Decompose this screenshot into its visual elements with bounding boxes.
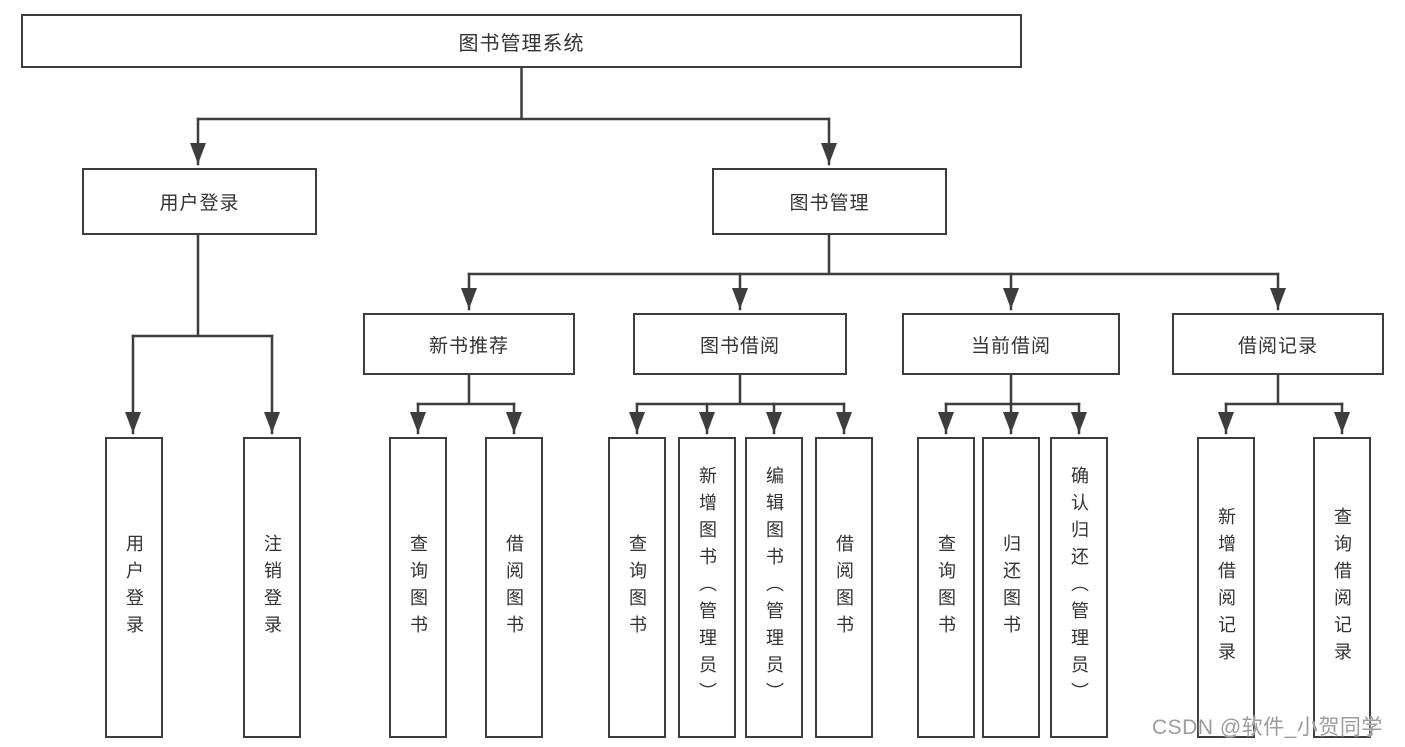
wire-currentborrow-bar [944,371,1081,406]
node-library-system: 图书管理系统 [21,14,1022,68]
node-label: 新书推荐 [428,335,509,357]
wire-borrowrecords-bar [1224,371,1344,406]
node-label: 用户登录 [124,533,144,642]
node-label: 当前借阅 [970,335,1051,357]
node-label: 图书管理系统 [458,32,585,55]
node-borrow-records: 借阅记录 [1172,313,1384,375]
node-label: 新增借阅记录 [1216,506,1236,669]
node-label: 新增图书（管理员） [697,466,717,709]
node-book-management: 图书管理 [712,168,947,235]
node-add-borrow-record: 新增借阅记录 [1197,437,1255,738]
node-add-book-admin: 新增图书（管理员） [678,437,736,738]
node-logout: 注销登录 [243,437,301,738]
node-label: 图书借阅 [699,335,780,357]
node-label: 查询借阅记录 [1332,506,1352,669]
wire-root-bar [196,64,831,121]
node-label: 借阅图书 [834,533,854,642]
node-label: 查询图书 [936,533,956,642]
wire-newbook-bar [416,371,516,406]
node-label: 用户登录 [159,193,240,214]
node-label: 编辑图书（管理员） [764,466,784,709]
node-query-borrow-record: 查询借阅记录 [1313,437,1371,738]
node-label: 查询图书 [408,533,428,642]
node-current-borrow: 当前借阅 [902,313,1120,375]
node-query-books-borrow: 查询图书 [608,437,666,738]
node-return-books: 归还图书 [982,437,1040,738]
wire-bookmgmt-bar [467,231,1280,276]
node-query-books-recommend: 查询图书 [389,437,447,738]
node-user-login-group: 用户登录 [82,168,317,235]
node-user-login: 用户登录 [105,437,163,738]
node-book-borrow: 图书借阅 [633,313,847,375]
wire-bookborrow-bar [635,371,846,406]
wire-userlogin-bar [131,231,274,338]
node-label: 归还图书 [1001,533,1021,642]
node-label: 查询图书 [627,533,647,642]
node-label: 图书管理 [789,193,870,214]
node-confirm-return-admin: 确认归还（管理员） [1050,437,1108,738]
node-edit-book-admin: 编辑图书（管理员） [745,437,803,738]
node-label: 注销登录 [262,533,282,642]
node-label: 借阅图书 [504,533,524,642]
node-label: 借阅记录 [1237,335,1318,357]
csdn-watermark: CSDN @软件_小贺同学 [1152,716,1383,739]
node-borrow-books: 借阅图书 [815,437,873,738]
node-new-book-recommend: 新书推荐 [363,313,575,375]
node-borrow-books-recommend: 借阅图书 [485,437,543,738]
node-label: 确认归还（管理员） [1069,466,1089,709]
node-query-books-current: 查询图书 [917,437,975,738]
